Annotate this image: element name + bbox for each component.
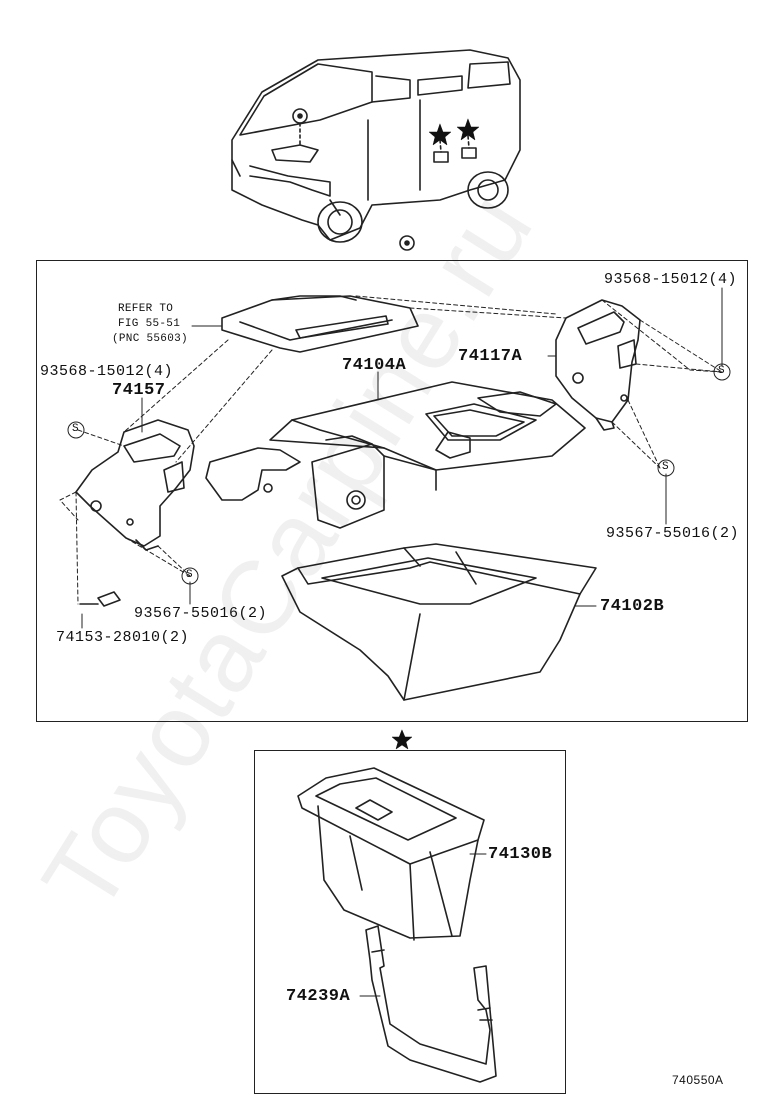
s-mark-left-upper: S [72, 423, 79, 435]
lower-detail-panel [254, 750, 566, 1094]
label-strap: 74239A [286, 987, 351, 1006]
refer-part-bezel [221, 295, 419, 353]
label-bracket-right: 74117A [458, 347, 523, 366]
star-marker-lower [391, 729, 413, 750]
section-marker-circle [399, 235, 415, 251]
leaders-upper [81, 287, 723, 629]
label-screw-left: 93567-55016(2) [134, 605, 268, 622]
star-markers-vehicle [428, 118, 480, 146]
vehicle-illustration [231, 49, 521, 243]
s-mark-circles [67, 363, 731, 585]
refer-note-line2: FIG 55-51 [118, 318, 181, 330]
label-bracket-left: 74157 [112, 381, 166, 400]
s-mark-right-lower: S [662, 461, 669, 473]
dashed-leaders-upper [59, 295, 723, 605]
box-74130B [297, 767, 485, 941]
label-pin: 74153-28010(2) [56, 629, 190, 646]
main-panel-74104A [205, 381, 586, 529]
s-mark-right-upper: S [718, 365, 725, 377]
strap-74239A [365, 925, 497, 1083]
refer-note-line1: REFER TO [118, 303, 174, 315]
refer-note-line3: (PNC 55603) [112, 333, 188, 345]
pin-74153 [79, 591, 121, 607]
s-mark-left-lower: S [186, 569, 193, 581]
label-clip-upper-left: 93568-15012(4) [40, 363, 174, 380]
label-clip-upper-right: 93568-15012(4) [604, 271, 738, 288]
label-box: 74130B [488, 845, 553, 864]
figure-code: 740550A [672, 1073, 724, 1087]
tray-74102B [281, 543, 597, 701]
label-screw-right: 93567-55016(2) [606, 525, 740, 542]
label-tray: 74102B [600, 597, 665, 616]
label-main-panel: 74104A [342, 356, 407, 375]
leaders-lower [359, 853, 487, 997]
upper-exploded-panel [36, 260, 748, 722]
